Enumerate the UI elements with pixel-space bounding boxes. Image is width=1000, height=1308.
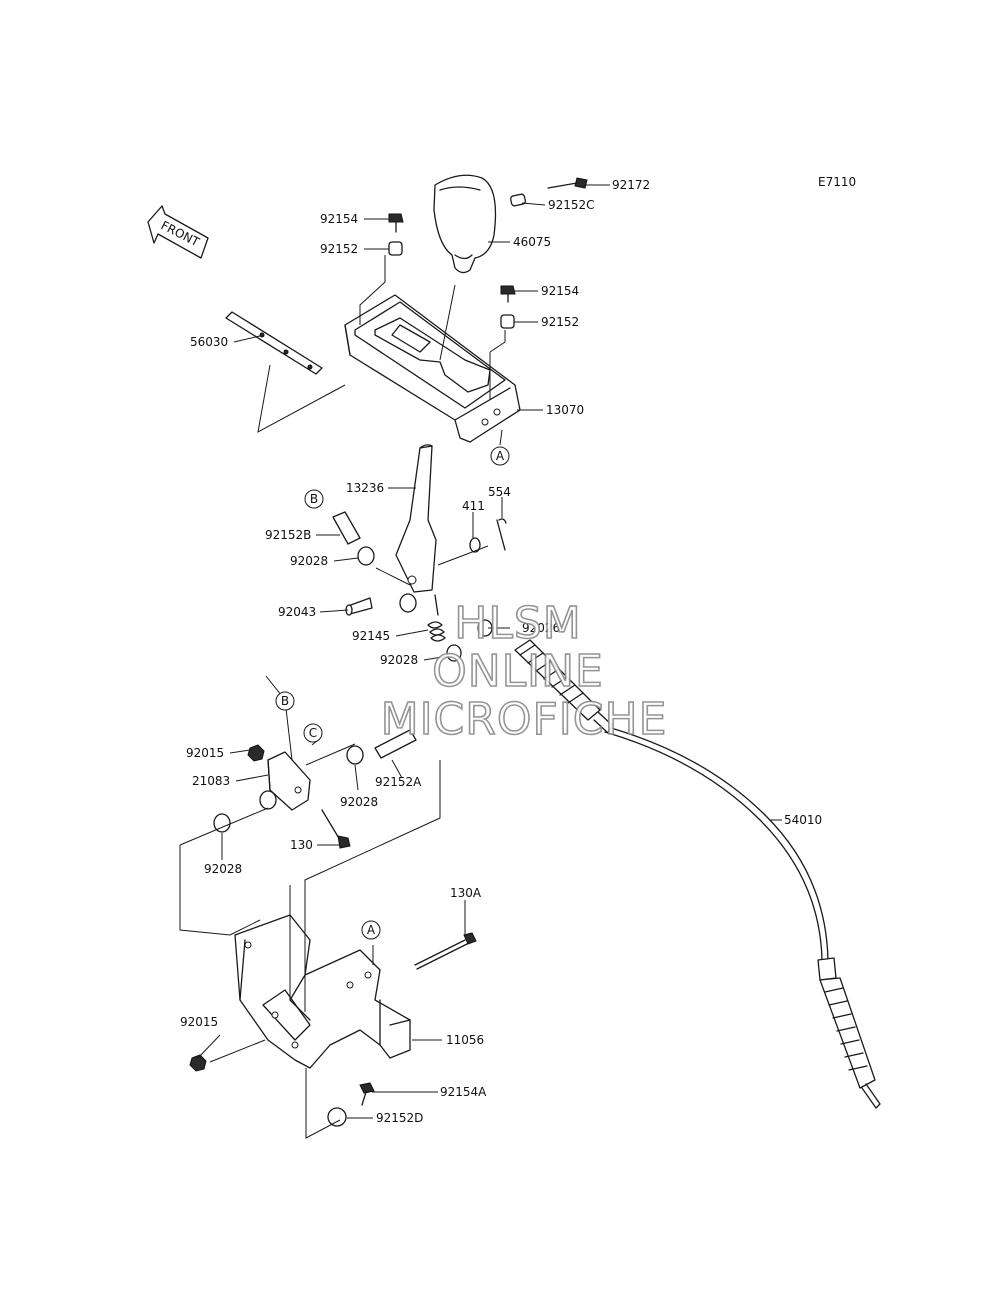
mount-bracket-11056 xyxy=(234,914,411,1069)
callout-92028-b: 92028 xyxy=(380,653,418,667)
callout-11056: 11056 xyxy=(446,1033,484,1047)
ref-marker-b-bottom: B xyxy=(275,691,295,711)
collar-92152a xyxy=(374,729,417,759)
svg-text:MICROFICHE: MICROFICHE xyxy=(381,694,668,745)
callout-92154-top: 92154 xyxy=(320,212,358,226)
callout-92028-d: 92028 xyxy=(204,862,242,876)
callout-92015-a: 92015 xyxy=(186,746,224,760)
callout-54010: 54010 xyxy=(784,813,822,827)
callout-92015-b: 92015 xyxy=(180,1015,218,1029)
callout-92145: 92145 xyxy=(352,629,390,643)
svg-text:B: B xyxy=(281,694,289,708)
watermark: HLSM ONLINE MICROFICHE xyxy=(380,597,668,746)
nut-92015-b xyxy=(189,1054,207,1072)
bushing-92028-c xyxy=(346,745,364,765)
bolt-92154-mid xyxy=(500,285,516,303)
callout-92172: 92172 xyxy=(612,178,650,192)
collar-92152-top xyxy=(388,241,403,256)
svg-text:B: B xyxy=(310,492,318,506)
callout-46075: 46075 xyxy=(513,235,551,249)
callout-92026: 92026 xyxy=(522,621,560,635)
pin-554 xyxy=(496,518,507,551)
ref-marker-a-bottom: A xyxy=(361,920,381,940)
collar-92152-mid xyxy=(500,314,515,329)
svg-text:ONLINE: ONLINE xyxy=(432,646,604,697)
shift-lever-13236 xyxy=(395,444,437,593)
bolt-92154-top xyxy=(388,213,404,233)
bushing-92028-a xyxy=(357,546,375,566)
ref-marker-c: C xyxy=(303,723,323,743)
shift-housing-13070 xyxy=(344,294,521,443)
svg-text:A: A xyxy=(367,923,376,937)
callout-13236: 13236 xyxy=(346,481,384,495)
nut-92015-a xyxy=(247,744,265,762)
ref-marker-a-top: A xyxy=(490,446,510,466)
control-cable-54010 xyxy=(514,639,881,1109)
plate-56030 xyxy=(225,311,323,375)
callout-92028-a: 92028 xyxy=(290,554,328,568)
svg-text:C: C xyxy=(309,726,317,740)
ref-marker-b-top: B xyxy=(304,489,324,509)
callout-21083: 21083 xyxy=(192,774,230,788)
callout-92028-c: 92028 xyxy=(340,795,378,809)
washer-411 xyxy=(469,537,481,553)
callout-92152-mid: 92152 xyxy=(541,315,579,329)
callout-130: 130 xyxy=(290,838,313,852)
front-arrow-icon: FRONT xyxy=(147,205,209,259)
callout-130a: 130A xyxy=(450,886,482,900)
callout-92152a: 92152A xyxy=(375,775,422,789)
svg-text:A: A xyxy=(496,449,505,463)
collar-lever xyxy=(399,593,417,613)
spring-92145 xyxy=(427,594,446,642)
bracket-21083 xyxy=(267,751,311,811)
callout-554: 554 xyxy=(488,485,511,499)
callout-56030: 56030 xyxy=(190,335,228,349)
callout-92154a: 92154A xyxy=(440,1085,487,1099)
bushing-92028-side xyxy=(259,790,277,810)
bushing-92028-d xyxy=(213,813,231,833)
pin-92043 xyxy=(345,597,373,616)
leader-lines xyxy=(179,184,782,1139)
collar-92152d xyxy=(327,1107,347,1127)
callout-411: 411 xyxy=(462,499,485,513)
callout-92152b: 92152B xyxy=(265,528,311,542)
callout-92043: 92043 xyxy=(278,605,316,619)
bolt-130a xyxy=(414,932,477,970)
collar-92152b xyxy=(332,511,361,545)
callout-92152-top: 92152 xyxy=(320,242,358,256)
callout-92152d: 92152D xyxy=(376,1111,423,1125)
shift-knob xyxy=(433,174,497,274)
collar-92152c xyxy=(510,193,526,207)
bolt-92154a xyxy=(359,1082,375,1106)
bolt-130 xyxy=(321,809,351,849)
callout-92154-mid: 92154 xyxy=(541,284,579,298)
diagram-code: E7110 xyxy=(818,175,856,189)
bushing-92028-b xyxy=(446,644,462,662)
callout-labels: 92172 92152C 46075 92154 92152 92154 921… xyxy=(180,178,822,1125)
callout-13070: 13070 xyxy=(546,403,584,417)
svg-text:HLSM: HLSM xyxy=(454,598,582,649)
callout-92152c: 92152C xyxy=(548,198,595,212)
screw-92172 xyxy=(547,177,588,189)
